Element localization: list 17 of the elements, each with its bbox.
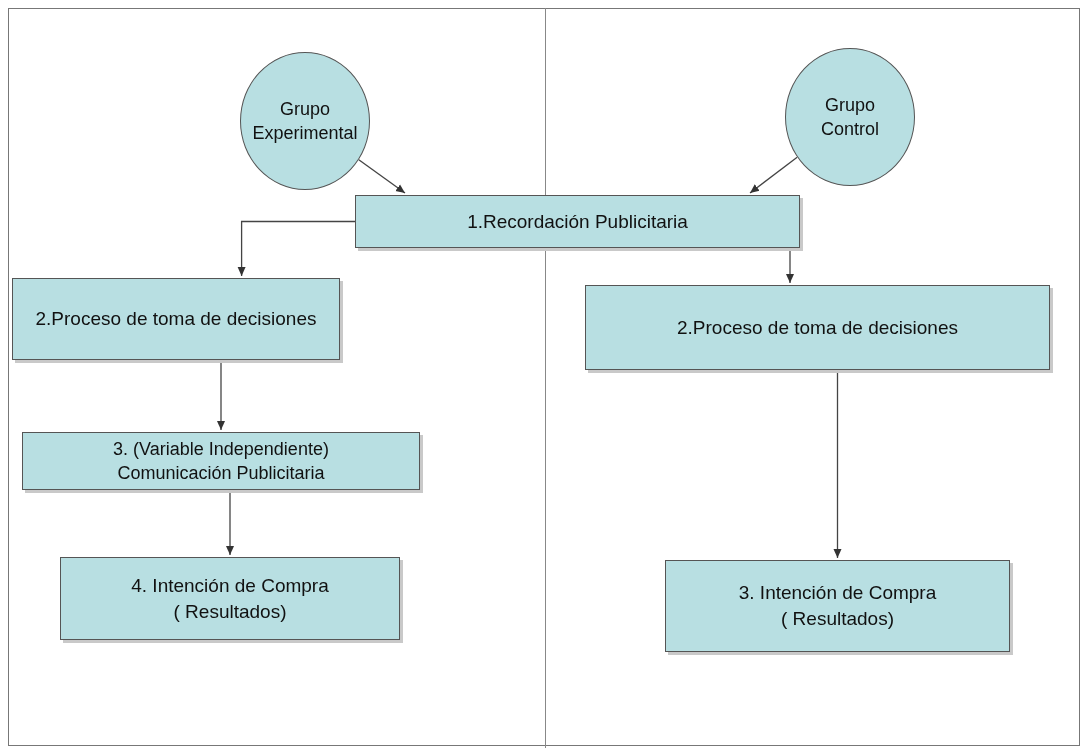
process-box — [22, 432, 420, 490]
node-label: 3. (Variable Independiente) Comunicación Publicitaria — [112, 437, 330, 485]
process-box — [585, 285, 1050, 370]
node-label: 4. Intención de Compra ( Resultados) — [131, 573, 329, 624]
node-label: 1.Recordación Publicitaria — [467, 209, 688, 234]
arrow — [358, 159, 406, 194]
arrow — [749, 156, 798, 194]
process-box — [355, 195, 800, 248]
node-label: 3. Intención de Compra ( Resultados) — [737, 581, 938, 631]
node-label: Grupo Control — [820, 93, 880, 141]
node-label: Grupo Experimental — [251, 97, 359, 145]
arrow — [237, 220, 356, 277]
node-label: 2.Proceso de toma de decisiones — [35, 307, 317, 332]
process-box — [12, 278, 340, 360]
node-label: 2.Proceso de toma de decisiones — [677, 315, 958, 340]
process-box — [60, 557, 400, 640]
process-box — [665, 560, 1010, 652]
